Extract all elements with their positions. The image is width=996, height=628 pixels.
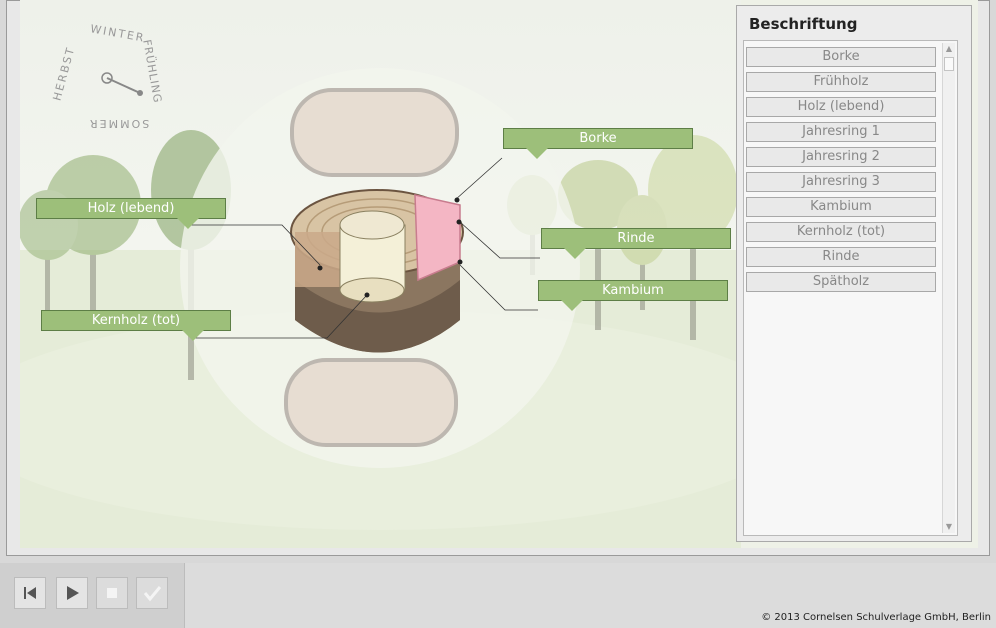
play-button[interactable] xyxy=(56,577,88,609)
label-rinde[interactable]: Rinde xyxy=(541,228,731,259)
label-holz-lebend[interactable]: Holz (lebend) xyxy=(36,198,226,229)
check-icon xyxy=(143,586,162,602)
play-icon xyxy=(67,586,79,600)
label-kambium[interactable]: Kambium xyxy=(538,280,728,311)
scroll-up-icon[interactable]: ▲ xyxy=(945,44,953,53)
season-wheel: WINTER FRÜHLING SOMMER HERBST xyxy=(50,22,165,140)
term-item[interactable]: Rinde xyxy=(746,247,936,267)
term-item[interactable]: Holz (lebend) xyxy=(746,97,936,117)
label-kernholz[interactable]: Kernholz (tot) xyxy=(41,310,231,341)
term-item[interactable]: Kambium xyxy=(746,197,936,217)
stop-icon xyxy=(107,588,117,598)
copyright-text: © 2013 Cornelsen Schulverlage GmbH, Berl… xyxy=(761,612,991,623)
skip-back-icon xyxy=(24,587,36,599)
label-panel: Beschriftung Borke Frühholz Holz (lebend… xyxy=(736,5,972,542)
season-sommer: SOMMER xyxy=(88,117,150,130)
stop-button[interactable] xyxy=(96,577,128,609)
panel-title: Beschriftung xyxy=(749,15,858,33)
stage: WINTER FRÜHLING SOMMER HERBST Borke Holz… xyxy=(6,0,990,556)
check-button[interactable] xyxy=(136,577,168,609)
term-item[interactable]: Frühholz xyxy=(746,72,936,92)
term-item[interactable]: Jahresring 3 xyxy=(746,172,936,192)
term-item[interactable]: Spätholz xyxy=(746,272,936,292)
term-item[interactable]: Jahresring 1 xyxy=(746,122,936,142)
bottom-toolbar: © 2013 Cornelsen Schulverlage GmbH, Berl… xyxy=(0,563,996,628)
term-item[interactable]: Jahresring 2 xyxy=(746,147,936,167)
term-list: Borke Frühholz Holz (lebend) Jahresring … xyxy=(743,40,958,536)
term-item[interactable]: Borke xyxy=(746,47,936,67)
scroll-down-icon[interactable]: ▼ xyxy=(945,522,953,531)
scroll-thumb[interactable] xyxy=(944,57,954,71)
skip-back-button[interactable] xyxy=(14,577,46,609)
toolbar-controls xyxy=(0,563,185,628)
list-scrollbar[interactable]: ▲ ▼ xyxy=(942,43,955,533)
illustration-area: WINTER FRÜHLING SOMMER HERBST Borke Holz… xyxy=(20,0,741,548)
term-item[interactable]: Kernholz (tot) xyxy=(746,222,936,242)
label-borke[interactable]: Borke xyxy=(503,128,693,159)
